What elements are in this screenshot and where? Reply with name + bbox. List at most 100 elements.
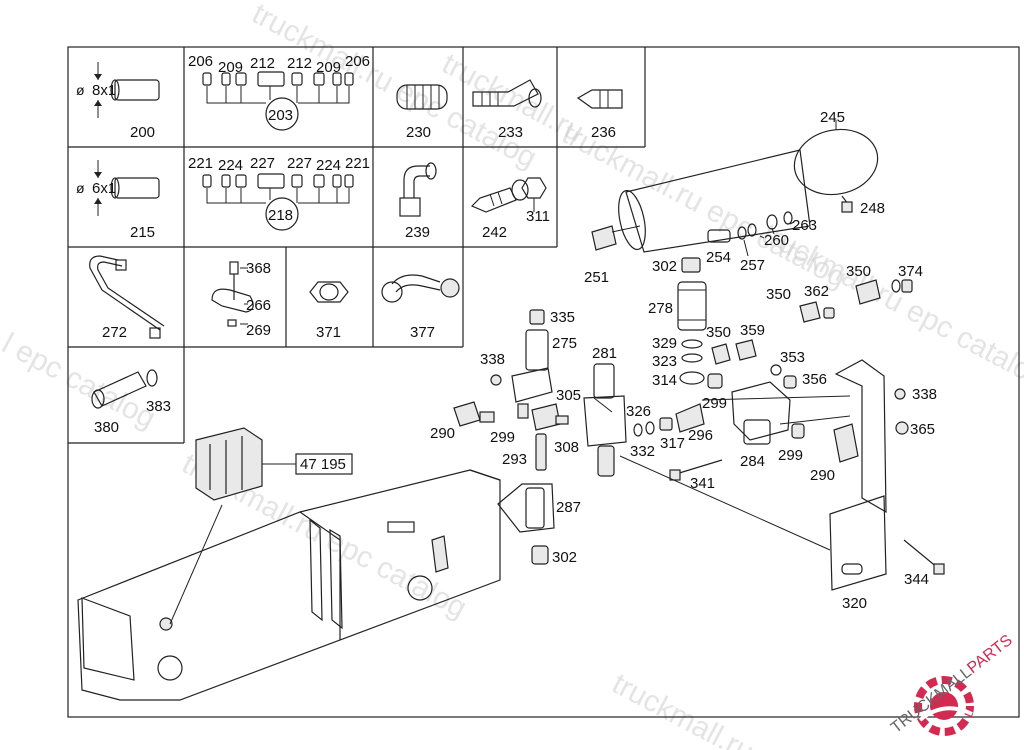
callout-362: 362 [804, 283, 829, 300]
body-275 [525, 329, 549, 371]
watermark-5: l epc catalog [0, 327, 161, 435]
ring-257b [747, 223, 757, 237]
ring-374 [891, 279, 901, 293]
leader-251 [611, 225, 641, 233]
callout-305: 305 [556, 387, 581, 404]
valve-284-bowl [743, 419, 771, 445]
inset-cell-239: 239 [399, 162, 437, 241]
elbow-233 [472, 79, 539, 107]
vehicle-wheel-front [157, 655, 183, 681]
nut-338-right [894, 388, 906, 400]
bracket-320-upper [834, 359, 887, 514]
pipe-ball-377 [440, 278, 460, 298]
ridges-230 [406, 85, 440, 109]
valve-block-lines [209, 436, 243, 494]
hose-end-215 [110, 177, 120, 199]
connection-lines [593, 395, 851, 551]
reference-label: 47 195 [300, 456, 346, 473]
ring-332 [645, 421, 655, 435]
callout-296: 296 [688, 427, 713, 444]
leaders-203 [206, 86, 350, 104]
cap-302-lower [531, 545, 549, 565]
ring-314 [679, 371, 705, 385]
pin-380 [93, 371, 147, 407]
banjo-eye-239 [425, 162, 437, 180]
label-272: 272 [102, 324, 127, 341]
callout-299-left: 299 [490, 429, 515, 446]
elbow-290-left [453, 401, 481, 427]
vehicle-wheel-rear [407, 575, 433, 601]
pipe-end-272b [149, 327, 161, 339]
callout-350-b: 350 [766, 286, 791, 303]
callout-341: 341 [690, 475, 715, 492]
hose-215 [114, 177, 160, 199]
fitting-row-203 [202, 71, 354, 87]
callout-335: 335 [550, 309, 575, 326]
callout-284: 284 [740, 453, 765, 470]
adapter-bore-371 [319, 283, 339, 301]
label-368: 368 [246, 260, 271, 277]
valve-287-body [525, 487, 545, 529]
nipple-308 [555, 415, 569, 425]
callout-350-c: 350 [846, 263, 871, 280]
nut-242 [511, 179, 529, 201]
nut-269 [227, 319, 237, 327]
label-212a: 212 [250, 55, 275, 72]
ridges-233 [481, 92, 499, 106]
callout-365: 365 [910, 421, 935, 438]
label-233: 233 [498, 124, 523, 141]
label-269: 269 [246, 322, 271, 339]
inset-cell-218: 221 224 227 227 224 221 218 [188, 155, 370, 231]
label-383: 383 [146, 398, 171, 415]
vehicle-illustration: 47 195 [77, 427, 501, 701]
callout-329: 329 [652, 335, 677, 352]
leaders-218 [206, 188, 350, 204]
tank-end-245 [793, 128, 879, 196]
label-224b: 224 [316, 157, 341, 174]
callout-353: 353 [780, 349, 805, 366]
bolt-341 [675, 459, 723, 475]
group-circle-218 [265, 197, 299, 231]
ridges-236 [599, 90, 609, 108]
nut-311 [521, 177, 547, 199]
inset-cell-371: 371 [309, 281, 349, 341]
label-311: 311 [526, 208, 550, 225]
label-236: 236 [591, 124, 616, 141]
banjo-pipe-inner-239 [413, 175, 430, 198]
inset-cell-236: 236 [576, 89, 623, 141]
leader-vehicle [169, 504, 223, 625]
callout-263: 263 [792, 217, 817, 234]
outer-frame [67, 46, 1020, 718]
elbow-350 [711, 343, 731, 365]
brand-logo: TRUCKMALLPARTS [888, 632, 1016, 737]
valve-284 [731, 381, 791, 441]
callout-344: 344 [904, 571, 929, 588]
label-206b: 206 [345, 53, 370, 70]
fitting-293 [535, 433, 547, 471]
pipe-272 [89, 255, 161, 331]
pipe-nut-377 [381, 281, 403, 303]
nut-365 [895, 421, 909, 435]
callout-299-right: 299 [778, 447, 803, 464]
grid-lines-top [68, 47, 646, 347]
inset-cell-272: 272 [89, 255, 165, 341]
group-circle-203 [265, 97, 299, 131]
label-227b: 227 [287, 155, 312, 172]
vehicle-detail-2 [431, 535, 449, 573]
callout-290-right: 290 [810, 467, 835, 484]
callout-320: 320 [842, 595, 867, 612]
grid-lines-mid [68, 147, 558, 248]
vehicle-grille [309, 518, 343, 630]
elbow-350-b [799, 301, 821, 323]
inset-cell-203: 206 209 212 212 209 206 203 [188, 53, 370, 131]
banjo-pipe-239 [403, 165, 430, 198]
bolt-344 [903, 539, 939, 569]
logo-text-accent: PARTS [964, 632, 1015, 677]
callout-302-lower: 302 [552, 549, 577, 566]
nut-317 [659, 417, 673, 431]
banjo-nut-239 [399, 197, 421, 217]
inset-cell-230: 230 [396, 84, 448, 141]
valve-287 [497, 483, 555, 533]
logo-text: TRUCKMALLPARTS [888, 632, 1016, 737]
